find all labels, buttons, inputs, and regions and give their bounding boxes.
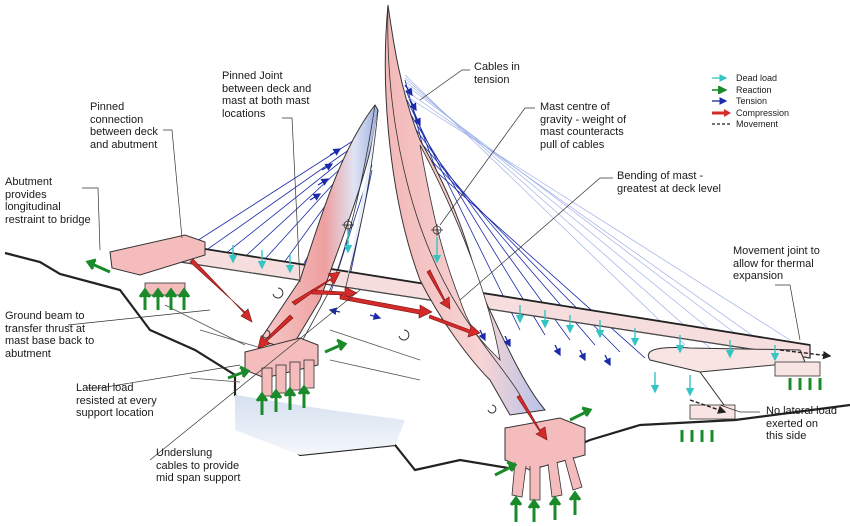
movement-dashed-line-icon: [712, 123, 730, 125]
label-abutment: Abutment provides longitudinal restraint…: [5, 176, 91, 226]
legend-item-reaction: Reaction: [712, 85, 842, 97]
legend-item-movement: Movement: [712, 119, 842, 131]
label-ground-beam: Ground beam to transfer thrust at mast b…: [5, 310, 95, 360]
legend-label: Compression: [736, 107, 790, 118]
label-lateral-load: Lateral load resisted at every support l…: [76, 382, 157, 419]
tension-arrow-icon: [712, 97, 728, 105]
right-foundation: [504, 417, 586, 501]
left-mast: [259, 104, 379, 351]
label-bending-of-mast: Bending of mast - greatest at deck level: [617, 170, 721, 195]
label-cables-in-tension: Cables in tension: [474, 61, 520, 86]
legend-item-compression: Compression: [712, 108, 842, 120]
legend-item-dead-load: Dead load: [712, 73, 842, 85]
legend-label: Movement: [736, 119, 779, 129]
label-no-lateral-load: No lateral load exerted on this side: [766, 405, 837, 442]
legend-label: Reaction: [736, 84, 772, 95]
abutment: [109, 234, 206, 276]
label-pinned-joint-masts: Pinned Joint between deck and mast at bo…: [222, 70, 312, 120]
deck-loop: [647, 347, 806, 373]
compression-arrow-icon: [712, 108, 731, 117]
legend-item-tension: Tension: [712, 96, 842, 108]
label-movement-joint: Movement joint to allow for thermal expa…: [733, 245, 820, 282]
label-mast-centre-of-gravity: Mast centre of gravity - weight of mast …: [540, 101, 627, 151]
dead-load-arrow-icon: [712, 74, 728, 82]
right-mast: [384, 4, 546, 416]
reaction-arrow-icon: [712, 85, 728, 94]
label-underslung-cables: Underslung cables to provide mid span su…: [156, 447, 241, 484]
left-foundation: [244, 337, 319, 397]
label-pinned-connection-abutment: Pinned connection between deck and abutm…: [90, 101, 158, 151]
legend-label: Tension: [736, 96, 768, 106]
legend-label: Dead load: [736, 73, 778, 83]
legend: Dead load Reaction Tension Compression M…: [712, 73, 842, 131]
